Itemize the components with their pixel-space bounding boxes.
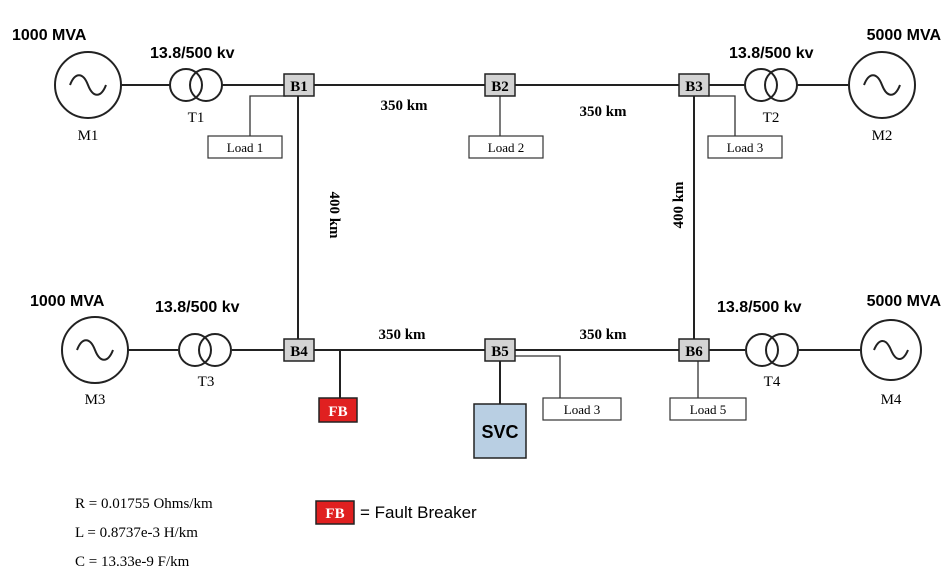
t1-label: T1: [188, 110, 205, 126]
param-inductance: L = 0.8737e-3 H/km: [75, 525, 198, 541]
legend: FB = Fault Breaker: [315, 500, 477, 525]
transformer-t3: [178, 333, 232, 367]
transformer-coil-icon: [765, 333, 799, 367]
bus-box: [678, 338, 710, 362]
fault-breaker-box: [318, 397, 358, 423]
legend-fault-breaker-text: = Fault Breaker: [360, 503, 477, 522]
generator-m1: [54, 51, 122, 119]
m3-label: M3: [85, 392, 106, 408]
line-length-b4-b5: 350 km: [378, 327, 426, 343]
sine-wave-icon: [69, 74, 107, 96]
line-length-b5-b6: 350 km: [579, 327, 627, 343]
fault-breaker: FB: [318, 397, 358, 423]
sine-wave-icon: [76, 339, 114, 361]
line-length-b1-b4: 400 km: [326, 191, 342, 239]
m2-label: M2: [872, 128, 893, 144]
m4-rating: 5000 MVA: [867, 293, 942, 310]
legend-fault-breaker-swatch: [315, 500, 355, 525]
load-label: Load 5: [690, 402, 726, 417]
bus-b2: B2: [484, 73, 516, 97]
wire-b5-load3: [512, 355, 561, 398]
line-length-b3-b6: 400 km: [671, 181, 687, 229]
param-capacitance: C = 13.33e-9 F/km: [75, 554, 190, 570]
load-box: [207, 135, 283, 159]
load-box: [669, 397, 747, 421]
fault-breaker-label: FB: [328, 404, 347, 420]
transformer-coil-icon: [764, 68, 798, 102]
bus-label: B6: [685, 344, 703, 360]
transformer-coil-icon: [198, 333, 232, 367]
wire-b1-load1: [249, 95, 286, 136]
load-5: Load 5: [669, 397, 747, 421]
load-box: [542, 397, 622, 421]
svc-box: [473, 403, 527, 459]
load-3-bottom: Load 3: [542, 397, 622, 421]
t1-rating: 13.8/500 kv: [150, 45, 235, 62]
sine-wave-icon: [873, 340, 909, 360]
load-box: [707, 135, 783, 159]
bus-box: [484, 73, 516, 97]
bus-label: B4: [290, 344, 308, 360]
bus-b3: B3: [678, 73, 710, 97]
bus-box: [283, 338, 315, 362]
transformer-coil-icon: [178, 333, 212, 367]
bus-box: [678, 73, 710, 97]
sine-wave-icon: [863, 74, 901, 96]
m4-label: M4: [881, 392, 902, 408]
load-1: Load 1: [207, 135, 283, 159]
load-label: Load 2: [488, 140, 524, 155]
bus-box: [283, 73, 315, 97]
transformer-coil-icon: [169, 68, 203, 102]
bus-b1: B1: [283, 73, 315, 97]
bus-label: B1: [290, 79, 308, 95]
transformer-t2: [744, 68, 798, 102]
t4-label: T4: [764, 374, 781, 390]
m3-rating: 1000 MVA: [30, 293, 105, 310]
wire-b3-load3: [708, 95, 736, 136]
t2-rating: 13.8/500 kv: [729, 45, 814, 62]
m1-label: M1: [78, 128, 99, 144]
transformer-coil-icon: [189, 68, 223, 102]
legend-fault-breaker-symbol: FB: [325, 506, 344, 522]
line-parameters: R = 0.01755 Ohms/km L = 0.8737e-3 H/km C…: [75, 496, 213, 570]
transformer-coil-icon: [744, 68, 778, 102]
t3-label: T3: [198, 374, 215, 390]
bus-box: [484, 338, 516, 362]
generator-m2: [848, 51, 916, 119]
t4-rating: 13.8/500 kv: [717, 299, 802, 316]
load-2: Load 2: [468, 135, 544, 159]
generator-m3: [61, 316, 129, 384]
bus-b5: B5: [484, 338, 516, 362]
load-label: Load 1: [227, 140, 263, 155]
transformer-coil-icon: [745, 333, 779, 367]
load-label: Load 3: [564, 402, 600, 417]
generator-m4: [860, 319, 922, 381]
m1-rating: 1000 MVA: [12, 27, 87, 44]
line-length-b1-b2: 350 km: [380, 98, 428, 114]
svc-label: SVC: [481, 422, 518, 442]
bus-b4: B4: [283, 338, 315, 362]
bus-b6: B6: [678, 338, 710, 362]
load-label: Load 3: [727, 140, 763, 155]
load-box: [468, 135, 544, 159]
m2-rating: 5000 MVA: [867, 27, 942, 44]
t3-rating: 13.8/500 kv: [155, 299, 240, 316]
bus-label: B3: [685, 79, 703, 95]
transformer-t1: [169, 68, 223, 102]
load-3-top: Load 3: [707, 135, 783, 159]
line-length-b2-b3: 350 km: [579, 104, 627, 120]
svc: SVC: [473, 403, 527, 459]
bus-label: B2: [491, 79, 509, 95]
bus-label: B5: [491, 344, 509, 360]
transformer-t4: [745, 333, 799, 367]
t2-label: T2: [763, 110, 780, 126]
param-resistance: R = 0.01755 Ohms/km: [75, 496, 213, 512]
